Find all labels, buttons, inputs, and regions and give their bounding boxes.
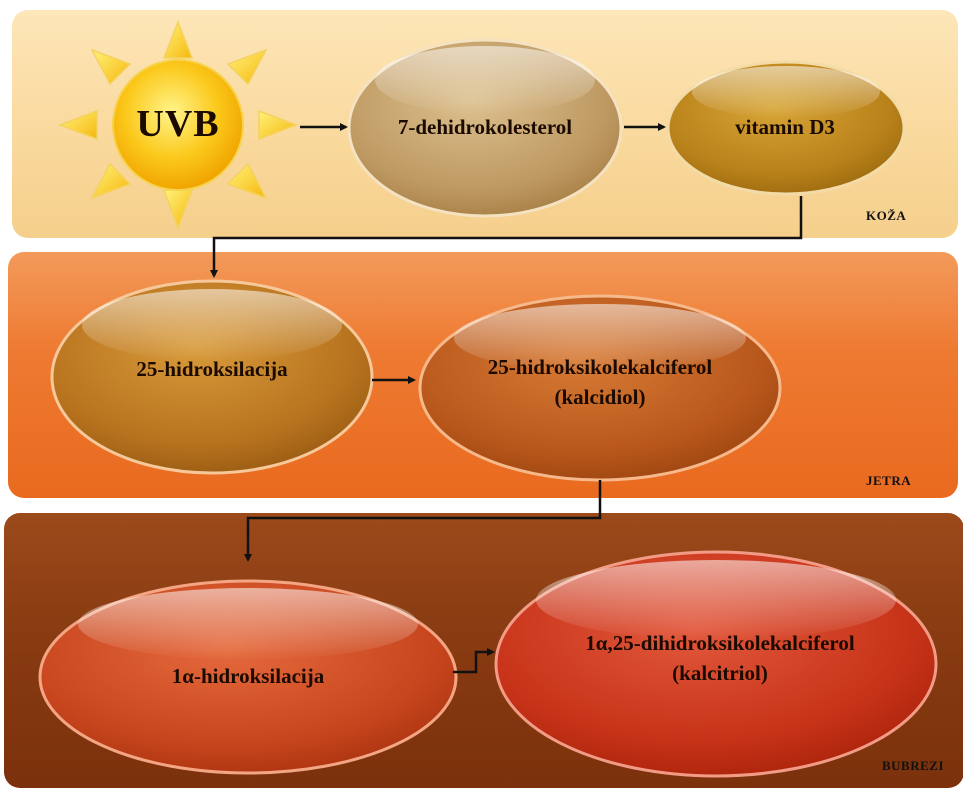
25-hidroksilacija-label: 25-hidroksilacija (136, 356, 288, 381)
node-7-dehidrokolesterol (347, 38, 623, 218)
kalcitriol-name: 1α,25-dihidroksikolekalciferol (585, 631, 855, 655)
arrow-1a-hidroksilacija-to-kalcitriol (453, 648, 495, 674)
vitamin-d3-label: vitamin D3 (735, 114, 835, 139)
sun-icon (57, 19, 299, 231)
region-label-jetra: JETRA (866, 473, 912, 488)
kalcidiol-name: 25-hidroksikolekalciferol (487, 355, 713, 379)
kalcidiol-label: 25-hidroksikolekalciferol (kalcidiol) (430, 352, 770, 412)
region-label-bubrezi: BUBREZI (882, 758, 945, 773)
node-25-hidroksilacija (50, 279, 374, 475)
node-vitamin-d3 (666, 60, 906, 196)
kalcitriol-label: 1α,25-dihidroksikolekalciferol (kalcitri… (520, 628, 920, 688)
uvb-label: UVB (136, 103, 220, 146)
kalcitriol-alias: (kalcitriol) (672, 661, 768, 685)
kalcidiol-alias: (kalcidiol) (554, 385, 646, 409)
dehidrokolesterol-label: 7-dehidrokolesterol (397, 114, 573, 139)
arrow-kalcidiol-to-1a-hidroksilacija (244, 480, 602, 562)
node-1a-hidroksilacija (38, 579, 458, 775)
region-label-koza: KOŽA (866, 208, 907, 223)
arrow-vitamin-d3-to-25-hidroksilacija (210, 196, 803, 278)
1a-hidroksilacija-label: 1α-hidroksilacija (171, 663, 325, 688)
node-kalcitriol (494, 550, 938, 778)
node-kalcidiol (418, 294, 782, 482)
